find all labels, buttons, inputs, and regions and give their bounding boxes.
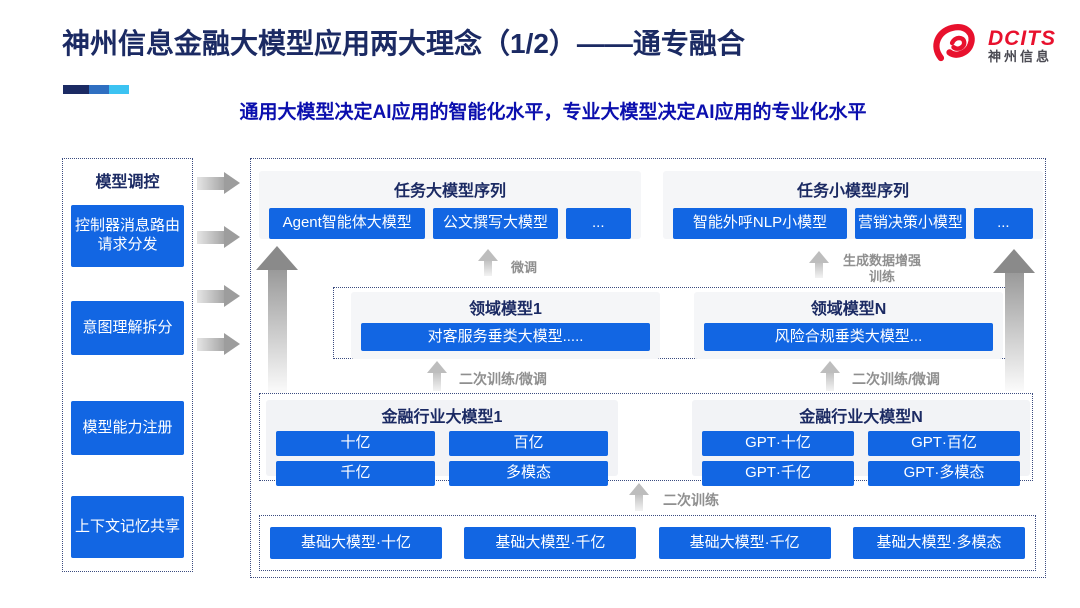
node-document-large-model: 公文撰写大模型	[433, 208, 558, 239]
logo-name: DCITS	[988, 26, 1056, 50]
secondary-training-arrow-icon	[629, 483, 649, 511]
base-model-box: 基础大模型·十亿 基础大模型·千亿 基础大模型·千亿 基础大模型·多模态	[259, 515, 1036, 571]
finance-industry-box: 金融行业大模型1 十亿 百亿 千亿 多模态 金融行业大模型N GPT·十亿 GP…	[259, 393, 1033, 486]
control-item-context: 上下文记忆共享	[71, 496, 184, 558]
node-hundred-billion: 千亿	[276, 461, 435, 486]
secondary-right-arrow-icon	[820, 361, 840, 391]
model-control-title: 模型调控	[95, 174, 160, 191]
big-arrow-left	[256, 246, 298, 393]
dcits-swirl-icon	[928, 20, 982, 71]
node-gpt-hundred-billion: GPT·千亿	[702, 461, 854, 486]
task-large-title: 任务大模型序列	[393, 183, 506, 200]
title-accent-bar	[63, 85, 129, 94]
node-gpt-multimodal: GPT·多模态	[868, 461, 1020, 486]
logo-company: 神州信息	[988, 48, 1053, 64]
task-large-model-group: 任务大模型序列 Agent智能体大模型 公文撰写大模型 ...	[259, 171, 641, 239]
node-nlp-small-model: 智能外呼NLP小模型	[673, 208, 847, 239]
page-title: 神州信息金融大模型应用两大理念（1/2）——通专融合	[62, 28, 745, 59]
big-arrow-right	[993, 249, 1035, 391]
finetune-arrow-icon	[478, 249, 498, 276]
secondary-training-label: 二次训练	[663, 492, 719, 508]
domain-model-box: 领域模型1 对客服务垂类大模型..... 领域模型N 风险合规垂类大模型...	[333, 287, 1021, 359]
finance-model-1-title: 金融行业大模型1	[381, 409, 503, 426]
domain-model-1-panel: 领域模型1 对客服务垂类大模型.....	[351, 292, 660, 359]
gen-data-label: 生成数据增强训练	[842, 253, 921, 285]
node-gpt-billion: GPT·十亿	[702, 431, 854, 456]
domain-model-1-title: 领域模型1	[469, 301, 542, 318]
control-item-intent: 意图理解拆分	[71, 301, 184, 355]
flow-arrow-right-3	[197, 285, 240, 307]
secondary-left-arrow-icon	[427, 361, 447, 391]
finance-model-n-title: 金融行业大模型N	[799, 409, 923, 426]
flow-arrow-right-2	[197, 226, 240, 248]
model-control-panel: 模型调控 控制器消息路由请求分发 意图理解拆分 模型能力注册 上下文记忆共享	[62, 158, 193, 572]
finance-model-1-panel: 金融行业大模型1 十亿 百亿 千亿 多模态	[266, 400, 618, 486]
node-customer-service-model: 对客服务垂类大模型.....	[361, 323, 650, 351]
node-task-large-ellipsis: ...	[565, 208, 631, 239]
secondary-left-label: 二次训练/微调	[459, 371, 547, 387]
bar-segment-navy	[63, 85, 89, 94]
node-base-multimodal: 基础大模型·多模态	[852, 527, 1025, 559]
flow-arrow-right-4	[197, 333, 240, 355]
node-agent-large-model: Agent智能体大模型	[269, 208, 426, 239]
domain-model-n-panel: 领域模型N 风险合规垂类大模型...	[694, 292, 1003, 359]
node-base-hundred-billion-1: 基础大模型·千亿	[464, 527, 637, 559]
domain-model-n-title: 领域模型N	[810, 301, 887, 318]
flow-arrow-right-1	[197, 172, 240, 194]
task-small-model-group: 任务小模型序列 智能外呼NLP小模型 营销决策小模型 ...	[663, 171, 1043, 239]
model-architecture-box: 任务大模型序列 Agent智能体大模型 公文撰写大模型 ... 任务小模型序列 …	[250, 158, 1046, 578]
gen-data-arrow-icon	[809, 251, 829, 278]
secondary-right-label: 二次训练/微调	[852, 371, 940, 387]
bar-segment-cyan	[109, 85, 129, 94]
node-task-small-ellipsis: ...	[973, 208, 1034, 239]
finance-model-n-panel: 金融行业大模型N GPT·十亿 GPT·百亿 GPT·千亿 GPT·多模态	[692, 400, 1030, 486]
node-risk-compliance-model: 风险合规垂类大模型...	[704, 323, 993, 351]
bar-segment-blue	[89, 85, 109, 94]
node-marketing-small-model: 营销决策小模型	[854, 208, 966, 239]
task-small-title: 任务小模型序列	[796, 183, 909, 200]
node-multimodal: 多模态	[449, 461, 608, 486]
control-item-router: 控制器消息路由请求分发	[71, 205, 184, 267]
slide-subtitle: 通用大模型决定AI应用的智能化水平，专业大模型决定AI应用的专业化水平	[239, 102, 867, 123]
node-base-hundred-billion-2: 基础大模型·千亿	[658, 527, 831, 559]
control-item-register: 模型能力注册	[71, 401, 184, 455]
node-base-billion: 基础大模型·十亿	[270, 527, 442, 559]
node-ten-billion: 百亿	[449, 431, 608, 456]
finetune-label: 微调	[511, 260, 538, 275]
company-logo: DCITS 神州信息	[928, 20, 1056, 71]
node-gpt-ten-billion: GPT·百亿	[868, 431, 1020, 456]
node-billion: 十亿	[276, 431, 435, 456]
